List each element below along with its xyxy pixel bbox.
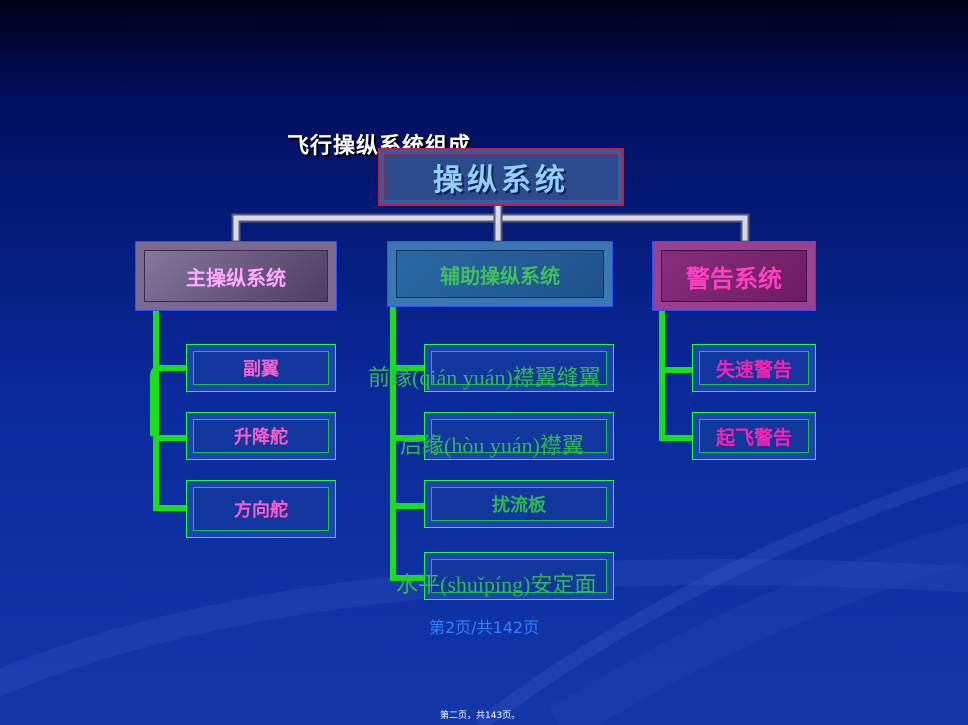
leaf-horizontal-stabilizer: 水平(shuǐpíng)安定面	[396, 572, 597, 597]
leaf-box-stabilizer	[424, 552, 614, 600]
leaf-elevator: 升降舵	[186, 412, 336, 460]
page-number: 第2页/共142页	[429, 618, 540, 637]
leaf-leading-edge-slats: 前缘(qián yuán)襟翼缝翼	[368, 365, 601, 390]
root-node: 操纵系统	[378, 148, 624, 206]
warning-system-node: 警告系统	[652, 241, 816, 311]
leaf-trailing-edge-flaps: 后缘(hòu yuán)襟翼	[400, 433, 584, 458]
secondary-connector	[390, 307, 426, 581]
warning-connector	[659, 309, 694, 441]
footer-note: 第二页，共143页。	[440, 711, 521, 721]
leaf-spoiler: 扰流板	[424, 480, 614, 528]
primary-control-node: 主操纵系统	[135, 241, 337, 311]
leaf-stall-warning: 失速警告	[692, 344, 816, 392]
primary-connector	[150, 311, 188, 511]
leaf-box-trailing-edge	[424, 412, 614, 460]
leaf-box-leading-edge	[424, 344, 614, 392]
secondary-control-node: 辅助操纵系统	[387, 241, 613, 307]
leaf-aileron: 副翼	[186, 344, 336, 392]
leaf-takeoff-warning: 起飞警告	[692, 412, 816, 460]
root-connector	[231, 201, 750, 243]
leaf-rudder: 方向舵	[186, 480, 336, 538]
